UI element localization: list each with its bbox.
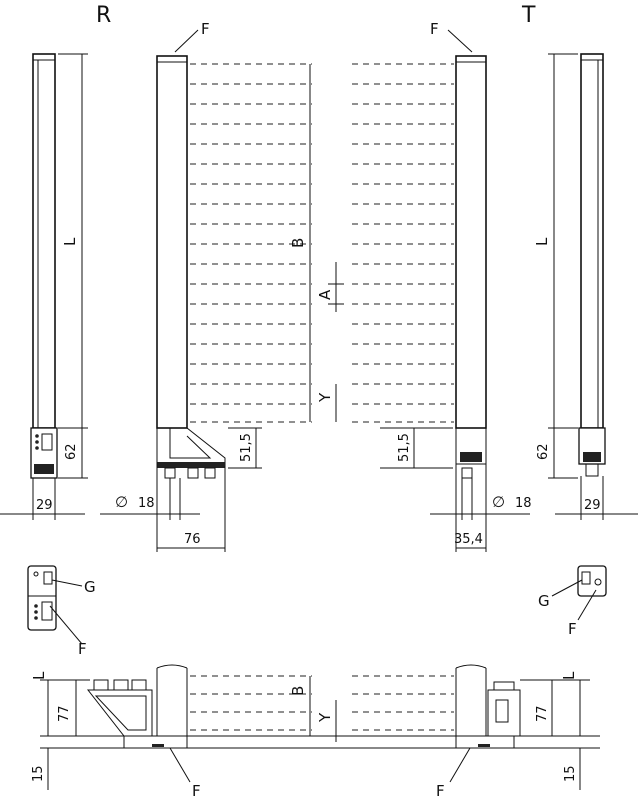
receiver-callout-f: F xyxy=(201,20,210,38)
transmitter-bracket-height-label: 62 xyxy=(536,443,551,460)
receiver-detail-callout-g: G xyxy=(84,578,96,596)
transmitter-view-label: T xyxy=(521,3,536,28)
transmitter-length-label: L xyxy=(533,237,551,246)
receiver-side-profile: L 62 29 xyxy=(0,53,88,520)
transmitter-height-51-5-label: 51,5 xyxy=(397,433,412,462)
receiver-width-29-label: 29 xyxy=(36,498,53,513)
transmitter-front-view: ∅ 18 35,4 51,5 F xyxy=(380,20,532,552)
receiver-height-51-5-label: 51,5 xyxy=(239,433,254,462)
bottom-right-height-15-label: 15 xyxy=(563,765,578,782)
transmitter-detail-callout-f: F xyxy=(568,620,577,638)
transmitter-diameter-symbol: ∅ xyxy=(492,493,505,511)
bottom-top-view: B Y L 77 15 L 77 15 F F xyxy=(30,664,600,800)
receiver-end-detail: G F xyxy=(27,565,96,658)
receiver-detail-callout-f: F xyxy=(78,640,87,658)
transmitter-callout-f: F xyxy=(430,20,439,38)
bottom-right-height-77-label: 77 xyxy=(535,705,550,722)
bottom-left-length-label: L xyxy=(30,671,48,680)
beam-height-label: B xyxy=(289,238,307,248)
beams-left xyxy=(190,63,312,423)
bottom-right-callout-f: F xyxy=(436,782,445,800)
bottom-right-length-label: L xyxy=(560,671,578,680)
receiver-bracket-height-label: 62 xyxy=(64,443,79,460)
receiver-length-label: L xyxy=(61,237,79,246)
beams-right xyxy=(352,63,454,423)
receiver-view-label: R xyxy=(96,3,111,28)
bottom-offset-label: Y xyxy=(316,712,334,723)
center-dimensions: B A Y xyxy=(289,64,344,422)
transmitter-width-35-4-label: 35,4 xyxy=(454,532,483,547)
transmitter-detail-callout-g: G xyxy=(538,592,550,610)
bottom-left-height-15-label: 15 xyxy=(31,765,46,782)
transmitter-diameter-label: 18 xyxy=(515,496,532,511)
offset-label: Y xyxy=(316,392,334,403)
bottom-left-height-77-label: 77 xyxy=(57,705,72,722)
receiver-front-view: ∅ 18 76 51,5 F xyxy=(100,20,262,552)
transmitter-side-profile: L 62 29 xyxy=(533,53,638,520)
beam-pitch-label: A xyxy=(316,289,334,300)
bottom-beam-height-label: B xyxy=(289,686,307,696)
receiver-diameter-label: 18 xyxy=(138,496,155,511)
receiver-diameter-symbol: ∅ xyxy=(115,493,128,511)
bottom-left-callout-f: F xyxy=(192,782,201,800)
transmitter-width-29-label: 29 xyxy=(584,498,601,513)
receiver-width-76-label: 76 xyxy=(184,532,201,547)
transmitter-end-detail: G F xyxy=(538,565,607,638)
